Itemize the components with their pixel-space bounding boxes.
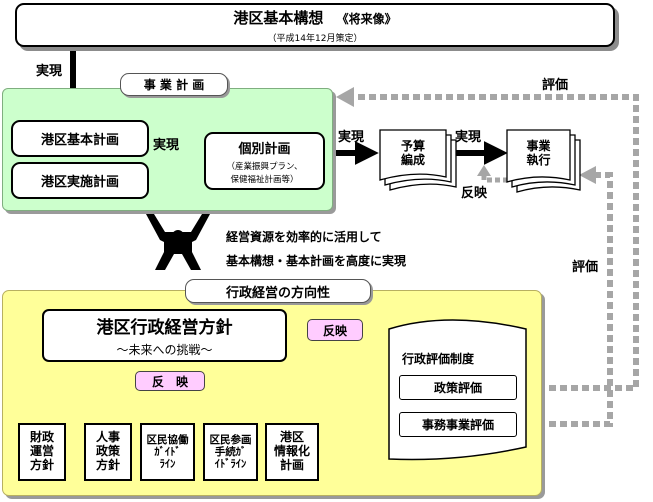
- child-jinji-l2: 政策: [95, 444, 120, 459]
- child-zaisei: 財政 運営 方針: [18, 423, 66, 481]
- child-zaisei-l2: 運営: [29, 444, 54, 459]
- individual-plan-label: 個別計画: [238, 141, 291, 157]
- child-johoka-l3: 計画: [279, 457, 304, 472]
- feedback-arrowhead-plan: [336, 87, 354, 107]
- child-sankaku-l2: 手続ｶﾞ: [214, 445, 247, 458]
- jigyo-tab-label: 事 業 計 画: [143, 78, 205, 92]
- child-johoka-l2: 情報化: [273, 444, 310, 459]
- program-eval-label: 事務事業評価: [421, 418, 494, 432]
- label-hyoka-right: 評価: [572, 260, 599, 275]
- budget-line1: 予算: [400, 139, 425, 153]
- basic-plan-box: 港区基本計画: [11, 120, 149, 157]
- child-johoka-l1: 港区: [279, 430, 304, 445]
- basic-plan-label: 港区基本計画: [40, 133, 119, 148]
- hanei-badge: 反映: [307, 319, 363, 341]
- individual-plan-sub1: （産業振興プラン、: [226, 161, 303, 172]
- label-jitsugen-budget: 実現: [338, 130, 365, 145]
- vision-title: 港区基本構想 《将来像》: [233, 7, 396, 28]
- jigyo-tab: 事 業 計 画: [120, 73, 228, 96]
- child-sankaku: 区民参画 手続ｶﾞ ｲﾄﾞﾗｲﾝ: [203, 423, 258, 481]
- individual-plan-box: 個別計画 （産業振興プラン、 保健福祉計画等）: [204, 132, 325, 190]
- label-hyoka-top: 評価: [542, 78, 569, 93]
- vision-box: 港区基本構想 《将来像》 （平成14年12月策定）: [15, 3, 615, 47]
- vision-title-sub: 《将来像》: [336, 11, 397, 26]
- implementation-plan-box: 港区実施計画: [11, 162, 149, 199]
- eval-system-label: 行政評価制度: [402, 352, 475, 366]
- gyosei-tab-label: 行政経営の方向性: [225, 285, 330, 301]
- label-jitsugen-plan: 実現: [153, 138, 180, 153]
- exec-line2: 執行: [526, 152, 551, 167]
- child-jinji-l1: 人事: [95, 430, 120, 445]
- label-jitsugen-exec: 実現: [455, 130, 482, 145]
- child-sankaku-l1: 区民参画: [209, 433, 252, 446]
- policy-eval-box: 政策評価: [399, 375, 517, 400]
- feedback-arrowhead-exec: [579, 166, 596, 184]
- budget-doc-text: 予算 編成: [380, 139, 446, 168]
- exec-doc-text: 事業 執行: [507, 139, 570, 168]
- child-kyodo: 区民協働 ｶﾞｲﾄﾞ ﾗｲﾝ: [140, 423, 195, 481]
- note-line2: 基本構想・基本計画を高度に実現: [226, 254, 407, 268]
- policy-eval-label: 政策評価: [433, 381, 482, 395]
- child-sankaku-l3: ｲﾄﾞﾗｲﾝ: [214, 458, 247, 471]
- child-kyodo-l3: ﾗｲﾝ: [159, 458, 176, 471]
- budget-doc-icon: [379, 129, 457, 191]
- child-johoka: 港区 情報化 計画: [265, 423, 319, 481]
- vision-subtitle: （平成14年12月策定）: [267, 33, 363, 44]
- child-zaisei-l1: 財政: [29, 430, 54, 445]
- child-zaisei-l3: 方針: [29, 457, 54, 472]
- policy-subtitle: ～未来への挑戦～: [116, 343, 213, 357]
- budget-line2: 編成: [400, 152, 425, 167]
- policy-title: 港区行政経営方針: [96, 318, 233, 338]
- label-hanei-exec: 反映: [461, 186, 488, 201]
- child-jinji-l3: 方針: [95, 457, 120, 472]
- exec-line1: 事業: [526, 139, 551, 153]
- program-eval-box: 事務事業評価: [399, 412, 517, 437]
- label-jitsugen-top: 実現: [36, 64, 63, 79]
- policy-box: 港区行政経営方針 ～未来への挑戦～: [42, 309, 287, 362]
- hanei-badge-label: 反映: [322, 323, 347, 338]
- exec-doc-icon: [506, 129, 581, 193]
- hanei-badge-lower-label: 反 映: [151, 374, 188, 389]
- vision-title-text: 港区基本構想: [233, 8, 324, 27]
- feedback-dotted-arrows: [352, 94, 639, 427]
- child-kyodo-l2: ｶﾞｲﾄﾞ: [154, 445, 181, 458]
- hanei-badge-lower: 反 映: [135, 371, 205, 391]
- gyosei-tab: 行政経営の方向性: [185, 279, 371, 303]
- individual-plan-sub2: 保健福祉計画等）: [230, 174, 299, 185]
- child-kyodo-l1: 区民協働: [146, 433, 189, 446]
- implementation-plan-label: 港区実施計画: [40, 175, 119, 190]
- strongman-icon: [146, 214, 210, 270]
- child-jinji: 人事 政策 方針: [84, 423, 132, 481]
- note-line1: 経営資源を効率的に活用して: [226, 230, 382, 244]
